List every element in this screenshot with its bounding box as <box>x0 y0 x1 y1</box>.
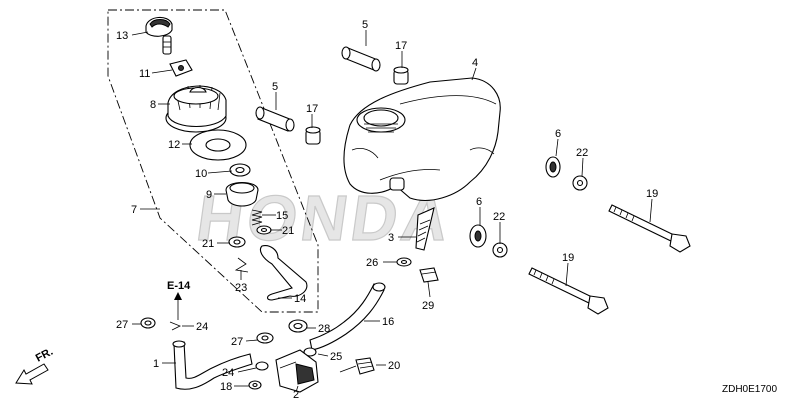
callout-21-left: 21 <box>202 238 214 250</box>
cap-assembly-boundary <box>107 9 319 313</box>
callout-19-upper: 19 <box>646 188 658 200</box>
callout-19-lower: 19 <box>562 252 574 264</box>
part-10-ring <box>229 163 251 177</box>
part-24-clip-lower <box>255 361 269 371</box>
callout-8: 8 <box>150 99 156 111</box>
part-17-grommet-upper <box>393 66 409 85</box>
callout-20: 20 <box>388 360 400 372</box>
part-1-fuel-hose <box>172 340 253 390</box>
callouts: 13 11 8 12 10 9 7 15 21 21 23 14 5 17 4 … <box>116 19 658 400</box>
part-27-clamp-left <box>140 317 156 329</box>
part-5-rubber-upper <box>341 46 381 72</box>
callout-5-lower: 5 <box>272 81 278 93</box>
callout-1: 1 <box>153 358 159 370</box>
callout-11: 11 <box>139 68 150 80</box>
part-22-collar-upper <box>572 175 588 191</box>
part-29-hose-clip <box>419 267 439 283</box>
callout-24-upper: 24 <box>196 321 208 333</box>
part-26-washer <box>396 257 412 267</box>
part-13-vent-knob <box>145 16 173 55</box>
part-11-gasket <box>169 59 193 77</box>
callout-7: 7 <box>131 204 137 216</box>
callout-5-upper: 5 <box>362 19 368 31</box>
callout-18: 18 <box>220 381 232 393</box>
part-21-washer-lower <box>228 236 246 248</box>
part-17-grommet-lower <box>305 126 321 145</box>
front-marker: FR. <box>15 346 55 385</box>
callout-22-lower: 22 <box>493 211 505 223</box>
callout-2: 2 <box>293 389 299 400</box>
part-6-rubber-mount-upper <box>545 156 561 178</box>
leader-lines <box>131 30 653 393</box>
callout-21-right: 21 <box>282 225 294 237</box>
part-4-fuel-tank <box>343 77 501 201</box>
callout-27-left: 27 <box>116 319 128 331</box>
part-9-holder <box>225 181 259 207</box>
callout-6-lower: 6 <box>476 196 482 208</box>
callout-16: 16 <box>382 316 394 328</box>
callout-22-upper: 22 <box>576 147 588 159</box>
callout-25: 25 <box>330 351 342 363</box>
part-22-collar-lower <box>492 242 508 258</box>
callout-15: 15 <box>276 210 288 222</box>
part-20-drain-screw <box>355 357 375 375</box>
part-14-strap <box>259 245 308 301</box>
reference-label: E-14 <box>167 280 191 292</box>
callout-10: 10 <box>195 168 207 180</box>
part-8-fuel-cap <box>165 85 227 133</box>
part-16-fuel-hose <box>309 282 386 351</box>
callout-4: 4 <box>472 57 478 69</box>
callout-12: 12 <box>168 139 180 151</box>
callout-26: 26 <box>366 257 378 269</box>
reference-e14: E-14 <box>167 280 191 320</box>
callout-24-lower: 24 <box>222 367 234 379</box>
part-23-clip <box>234 257 249 273</box>
callout-29: 29 <box>422 300 434 312</box>
callout-3: 3 <box>388 232 394 244</box>
callout-13: 13 <box>116 30 128 42</box>
callout-23: 23 <box>235 282 247 294</box>
part-2-fuel-valve <box>275 349 319 393</box>
callout-28: 28 <box>318 323 330 335</box>
part-21-washer-upper <box>256 225 272 235</box>
part-5-rubber-lower <box>255 106 295 132</box>
callout-17-lower: 17 <box>306 103 318 115</box>
part-27-clamp-center <box>256 332 274 344</box>
callout-9: 9 <box>206 189 212 201</box>
part-6-rubber-mount-lower <box>469 224 487 248</box>
part-25-filter <box>303 347 317 357</box>
part-3-screw <box>415 207 435 251</box>
callout-14: 14 <box>294 293 306 305</box>
front-marker-label: FR. <box>34 346 55 365</box>
callout-27-center: 27 <box>231 336 243 348</box>
drawing-code: ZDH0E1700 <box>722 384 777 395</box>
callout-6-upper: 6 <box>555 128 561 140</box>
part-19-bolt-upper <box>608 204 691 253</box>
part-28-hose-clamp <box>288 319 308 333</box>
part-12-packing <box>189 129 247 161</box>
part-24-clip-upper <box>169 321 181 331</box>
part-19-bolt-lower <box>528 267 609 315</box>
callout-17-upper: 17 <box>395 40 407 52</box>
part-15-spring <box>251 209 263 226</box>
part-18-washer <box>248 380 262 390</box>
